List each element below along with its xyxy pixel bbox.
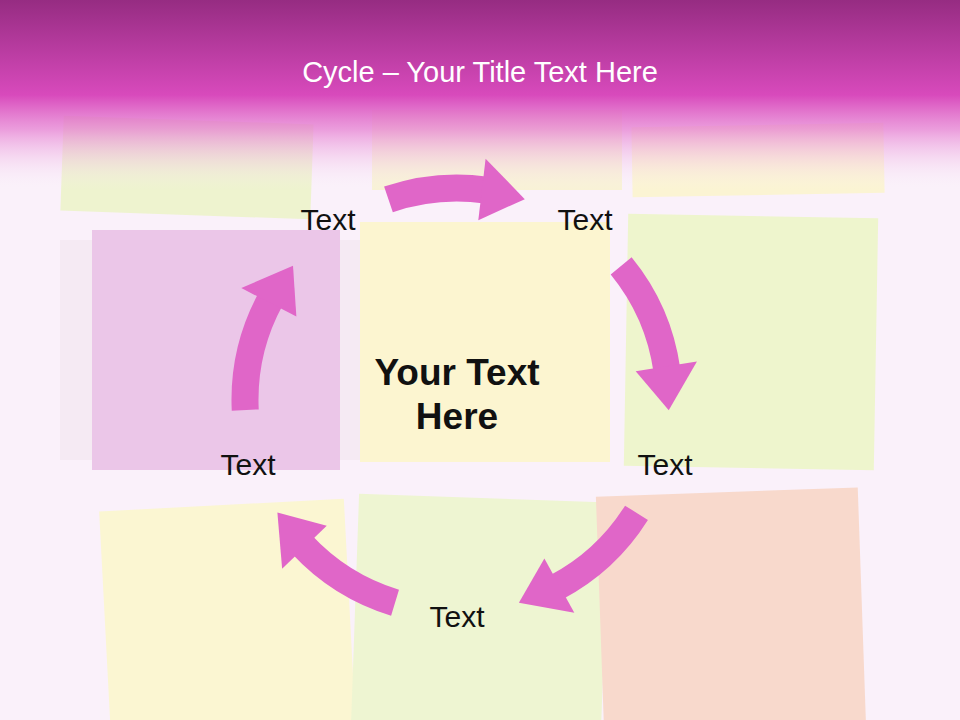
cycle-arrow [241,266,296,410]
arrow-head [241,266,296,317]
cycle-step: Text [214,444,281,486]
cycle-arrow [388,159,524,221]
step-text: Text [557,203,612,237]
cycle-step: Text [423,596,490,638]
step-text: Text [637,448,692,482]
arrow-shaft [301,544,395,603]
step-text: Text [300,203,355,237]
arrow-shaft [555,513,636,588]
title-band [0,0,960,190]
arrow-shaft [388,188,486,199]
cycle-step: Text [294,199,361,241]
arrow-head [277,513,326,569]
arrow-head [519,559,574,613]
center-text: Your Text Here [342,351,572,440]
cycle-arrow [519,513,637,613]
step-text: Text [429,600,484,634]
cycle-arrow [277,513,395,603]
sticky-note [99,499,356,720]
slide-title: Cycle – Your Title Text Here [0,56,960,89]
arrow-head [636,361,697,410]
step-text: Text [220,448,275,482]
cycle-step: Text [551,199,618,241]
arrow-shaft [245,298,271,410]
cycle-step: Text [631,444,698,486]
arrow-head [478,159,524,221]
cycle-arrow [621,266,697,410]
sticky-note [92,230,340,470]
arrow-shaft [621,266,667,371]
